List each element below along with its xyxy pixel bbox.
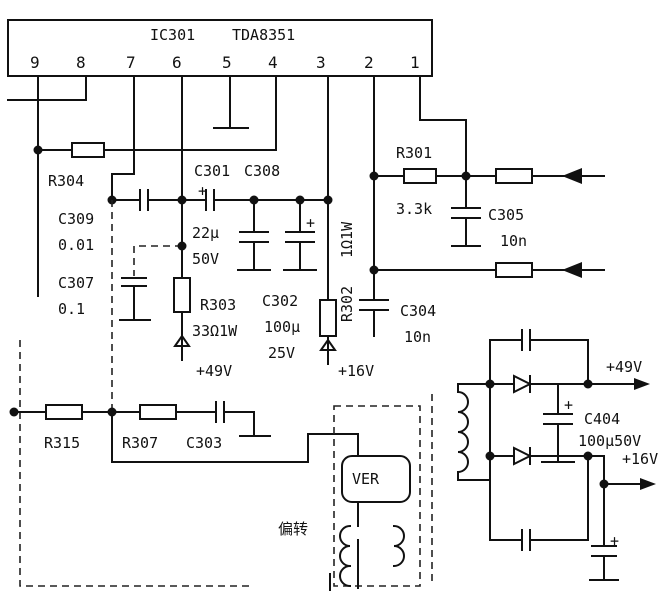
c309-value: 0.01: [58, 236, 94, 254]
pin5-ground: [213, 75, 249, 129]
c309-label: C309: [58, 210, 94, 228]
r301-label: R301: [396, 144, 432, 162]
ic-pin-7: 7: [126, 53, 136, 72]
ic-pin-4: 4: [268, 53, 278, 72]
ic-ref-label: IC301: [150, 26, 195, 44]
c307-label: C307: [58, 274, 94, 292]
c301-value-2: 50V: [192, 250, 219, 268]
bottom-chain: [9, 340, 359, 587]
r302-value: 1Ω1W: [338, 221, 356, 258]
c309-c301-branch: [107, 75, 333, 211]
r302-resistor: [319, 75, 337, 365]
ic-pin-1: 1: [410, 53, 420, 72]
c305-label: C305: [488, 206, 524, 224]
v16-right-label: +16V: [622, 450, 658, 468]
ic301-box: [7, 19, 433, 77]
c301-label: C301: [194, 162, 230, 180]
c404-value: 100μ50V: [578, 432, 641, 450]
c304-value: 10n: [404, 328, 431, 346]
c302-value-1: 100μ: [264, 318, 300, 336]
pin2-c304-branch: [359, 75, 605, 337]
ic-pin-3: 3: [316, 53, 326, 72]
r301-value: 3.3k: [396, 200, 432, 218]
c302-value-2: 25V: [268, 344, 295, 362]
ic-pin-2: 2: [364, 53, 374, 72]
svg-text:+: +: [610, 532, 619, 550]
c301-plus: +: [198, 182, 207, 200]
v49-right-label: +49V: [606, 358, 642, 376]
ic-pin-5: 5: [222, 53, 232, 72]
c304-label: C304: [400, 302, 436, 320]
ver-label: VER: [352, 470, 380, 488]
c302-label: C302: [262, 292, 298, 310]
c308-c302-capacitors: +: [237, 199, 317, 271]
c301-value-1: 22μ: [192, 224, 219, 242]
ic-pin-6: 6: [172, 53, 182, 72]
r315-label: R315: [44, 434, 80, 452]
svg-text:+: +: [306, 214, 315, 232]
c308-label: C308: [244, 162, 280, 180]
v16-left-label: +16V: [338, 362, 374, 380]
power-supply-section: + +: [431, 329, 656, 586]
r307-label: R307: [122, 434, 158, 452]
ic-pin-8: 8: [76, 53, 86, 72]
ic-pin-9: 9: [30, 53, 40, 72]
yoke-ver-coil: [329, 405, 421, 591]
c404-label: C404: [584, 410, 620, 428]
yoke-label: 偏转: [278, 520, 308, 538]
pin1-c305-branch: [419, 75, 481, 247]
r304-label: R304: [48, 172, 84, 190]
pin9-8-wiring: [7, 75, 277, 297]
c307-value: 0.1: [58, 300, 85, 318]
ic-part-label: TDA8351: [232, 26, 295, 44]
c305-value: 10n: [500, 232, 527, 250]
c307-capacitor: [119, 241, 187, 321]
r303-label: R303: [200, 296, 236, 314]
r303-resistor: [173, 199, 191, 361]
v49-left-label: +49V: [196, 362, 232, 380]
c303-label: C303: [186, 434, 222, 452]
r302-label: R302: [338, 286, 356, 322]
r303-value: 33Ω1W: [192, 322, 238, 340]
svg-text:+: +: [564, 396, 573, 414]
